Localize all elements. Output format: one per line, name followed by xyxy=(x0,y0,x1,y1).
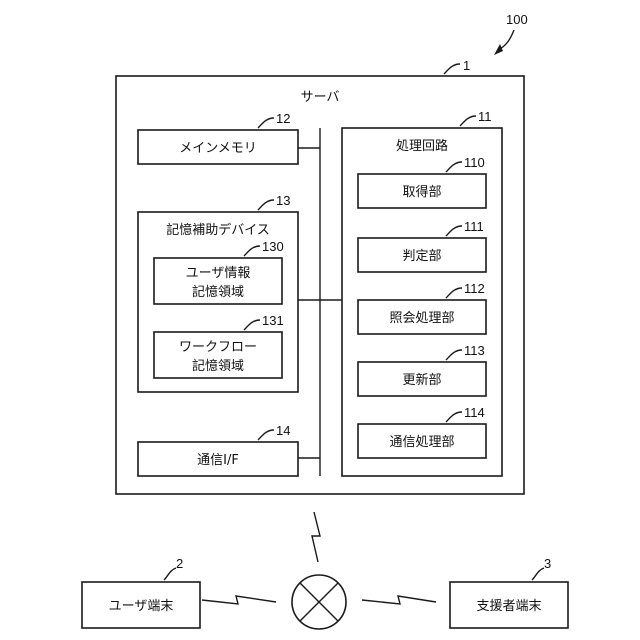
processing-circuit: 処理回路 11 取得部 110 判定部 111 照会処理部 112 更新部 11… xyxy=(342,109,502,476)
supporter-terminal-ref-leader xyxy=(532,568,544,580)
server-ref-leader xyxy=(444,64,460,74)
unit-communication-ref: 114 xyxy=(464,405,485,420)
unit-update-ref: 113 xyxy=(464,343,485,358)
wireless-link-server xyxy=(312,512,320,562)
supporter-terminal-ref: 3 xyxy=(544,556,551,571)
unit-inquiry-ref: 112 xyxy=(464,281,485,296)
wireless-link-supporter-terminal xyxy=(362,596,436,604)
user-terminal-label: ユーザ端末 xyxy=(109,599,174,614)
server-ref: 1 xyxy=(463,58,470,73)
aux-storage-label: 記憶補助デバイス xyxy=(166,222,270,238)
unit-acquisition-label: 取得部 xyxy=(402,184,441,200)
user-terminal: ユーザ端末 2 xyxy=(82,556,200,628)
unit-update-label: 更新部 xyxy=(402,372,441,388)
user-info-area-line1: ユーザ情報 xyxy=(186,266,251,281)
workflow-area-ref: 131 xyxy=(262,313,284,328)
server-title: サーバ xyxy=(301,90,340,105)
main-memory-label: メインメモリ xyxy=(179,141,257,156)
unit-acquisition-ref: 110 xyxy=(464,155,485,170)
comm-if-label: 通信I/F xyxy=(197,453,239,468)
supporter-terminal-label: 支援者端末 xyxy=(476,599,541,614)
unit-communication-label: 通信処理部 xyxy=(389,435,454,450)
main-memory-ref: 12 xyxy=(276,111,290,126)
aux-storage-ref: 13 xyxy=(276,193,290,208)
unit-determination-ref: 111 xyxy=(464,219,484,234)
processing-circuit-ref: 11 xyxy=(478,109,492,124)
user-info-area-line2: 記憶領域 xyxy=(192,284,244,300)
user-info-area-ref: 130 xyxy=(262,239,284,254)
workflow-area-line1: ワークフロー xyxy=(179,340,257,355)
user-terminal-ref-leader xyxy=(164,568,176,580)
figure-ref-arrowhead xyxy=(494,44,503,55)
unit-determination-label: 判定部 xyxy=(402,249,441,264)
comm-if-ref: 14 xyxy=(276,423,290,438)
wireless-link-user-terminal xyxy=(202,596,276,604)
network-node-icon xyxy=(292,575,346,629)
figure-ref-number: 100 xyxy=(506,12,528,27)
supporter-terminal: 支援者端末 3 xyxy=(450,556,568,628)
user-terminal-ref: 2 xyxy=(176,556,183,571)
unit-inquiry-label: 照会処理部 xyxy=(389,311,454,326)
processing-circuit-title: 処理回路 xyxy=(396,138,448,154)
aux-storage-device: 記憶補助デバイス 13 ユーザ情報 記憶領域 130 ワークフロー 記憶領域 1… xyxy=(138,193,298,392)
workflow-area-line2: 記憶領域 xyxy=(192,358,244,374)
